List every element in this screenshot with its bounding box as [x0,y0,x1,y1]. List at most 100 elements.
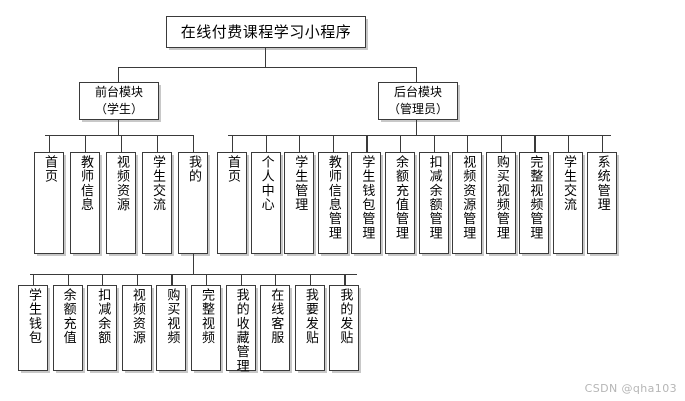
connector-drop [332,135,335,152]
backend-leaf-node: 完整视频管理 [519,152,550,254]
connector-backend-bus [228,135,611,137]
connector-drop [136,274,139,285]
frontend-leaf-node: 我的 [178,152,208,254]
backend-leaf-node: 视频资源管理 [452,152,483,254]
backend-leaf-node: 系统管理 [586,152,617,254]
backend-leaf-node: 扣减余额管理 [418,152,449,254]
connector-drop [102,274,104,285]
frontend-leaf-node: 视频资源 [106,152,136,254]
mine-leaf-node: 在线客服 [260,285,291,371]
connector-drop [33,274,35,285]
connector-root-bus [118,67,417,69]
connector-drop [467,135,469,152]
leaf-node-label: 首页 [225,155,241,184]
mine-leaf-node: 我要发贴 [294,285,325,371]
leaf-node-label: 我要发贴 [302,288,318,345]
backend-leaf-node: 教师信息管理 [317,152,348,254]
connector-drop [232,135,234,152]
connector-drop [206,274,208,285]
connector-drop [121,135,123,152]
module-backend: 后台模块 （管理员） [378,82,458,120]
connector-drop [67,274,69,285]
connector-root-to-frontend [118,67,120,82]
connector-drop [85,135,87,152]
leaf-node-label: 学生交流 [561,155,577,212]
connector-mine-stem [193,254,195,274]
leaf-node-label: 学生钱包 [26,288,42,345]
leaf-node-label: 完整视频管理 [527,155,543,241]
leaf-node-label: 我的收藏管理 [233,288,249,374]
leaf-node-label: 余额充值 [60,288,76,345]
connector-drop [309,274,312,285]
connector-backend-stem [416,120,418,135]
leaf-node-label: 在线客服 [268,288,284,345]
watermark: CSDN @qha103 [584,382,677,395]
leaf-node-label: 个人中心 [258,155,274,212]
mine-leaf-node: 扣减余额 [87,285,118,371]
backend-leaf-node: 个人中心 [250,152,281,254]
mine-leaf-node: 购买视频 [156,285,187,371]
leaf-node-label: 视频资源管理 [460,155,476,241]
connector-drop [534,135,536,152]
backend-leaf-node: 学生钱包管理 [351,152,382,254]
backend-leaf-node: 余额充值管理 [385,152,415,254]
leaf-node-label: 学生钱包管理 [359,155,375,241]
backend-leaf-node: 首页 [217,152,247,254]
mine-leaf-node: 我的发贴 [329,285,360,371]
mine-leaf-node: 视频资源 [121,285,152,371]
connector-drop [366,135,368,152]
leaf-node-label: 我的 [186,155,202,184]
connector-drop [240,274,242,285]
leaf-node-label: 扣减余额管理 [426,155,442,241]
connector-frontend-stem [118,120,120,135]
connector-drop [265,135,267,152]
leaf-node-label: 购买视频 [164,288,180,345]
leaf-node-label: 视频资源 [114,155,130,212]
leaf-node-label: 完整视频 [199,288,215,345]
leaf-node-label: 视频资源 [129,288,145,345]
leaf-node-label: 系统管理 [594,155,610,212]
backend-leaf-node: 学生交流 [553,152,583,254]
connector-root-stem [265,48,267,67]
leaf-node-label: 学生交流 [150,155,166,212]
connector-drop [299,135,301,152]
root-node: 在线付费课程学习小程序 [166,16,366,48]
mine-leaf-node: 完整视频 [191,285,221,371]
connector-mine-bus [30,274,357,276]
connector-root-to-backend [416,67,418,82]
leaf-node-label: 扣减余额 [95,288,111,345]
connector-frontend-bus [45,135,193,137]
module-backend-label-line2: （管理员） [387,102,448,116]
module-frontend: 前台模块 （学生） [79,82,159,120]
module-backend-label-line1: 后台模块 [393,84,442,99]
connector-drop [193,135,195,152]
mine-leaf-node: 我的收藏管理 [225,285,256,374]
module-frontend-label-line1: 前台模块 [94,84,143,99]
connector-drop [157,135,159,152]
leaf-node-label: 教师信息 [78,155,94,212]
leaf-node-label: 余额充值管理 [393,155,409,241]
leaf-node-label: 购买视频管理 [493,155,509,241]
connector-drop [344,274,346,285]
frontend-leaf-node: 首页 [34,152,64,254]
backend-leaf-node: 购买视频管理 [485,152,516,254]
backend-leaf-node: 学生管理 [284,152,315,254]
connector-drop [400,135,402,152]
frontend-leaf-node: 教师信息 [70,152,100,254]
root-node-label: 在线付费课程学习小程序 [180,23,352,41]
connector-drop [275,274,277,285]
leaf-node-label: 教师信息管理 [325,155,341,241]
mine-leaf-node: 学生钱包 [18,285,48,371]
connector-drop [171,274,173,285]
connector-drop [49,135,51,152]
leaf-node-label: 我的发贴 [337,288,353,345]
connector-drop [433,135,435,152]
mine-leaf-node: 余额充值 [52,285,83,371]
module-frontend-label-line2: （学生） [94,102,143,116]
frontend-leaf-node: 学生交流 [142,152,172,254]
connector-drop [500,135,503,152]
leaf-node-label: 首页 [42,155,58,184]
connector-drop [601,135,603,152]
leaf-node-label: 学生管理 [292,155,308,212]
